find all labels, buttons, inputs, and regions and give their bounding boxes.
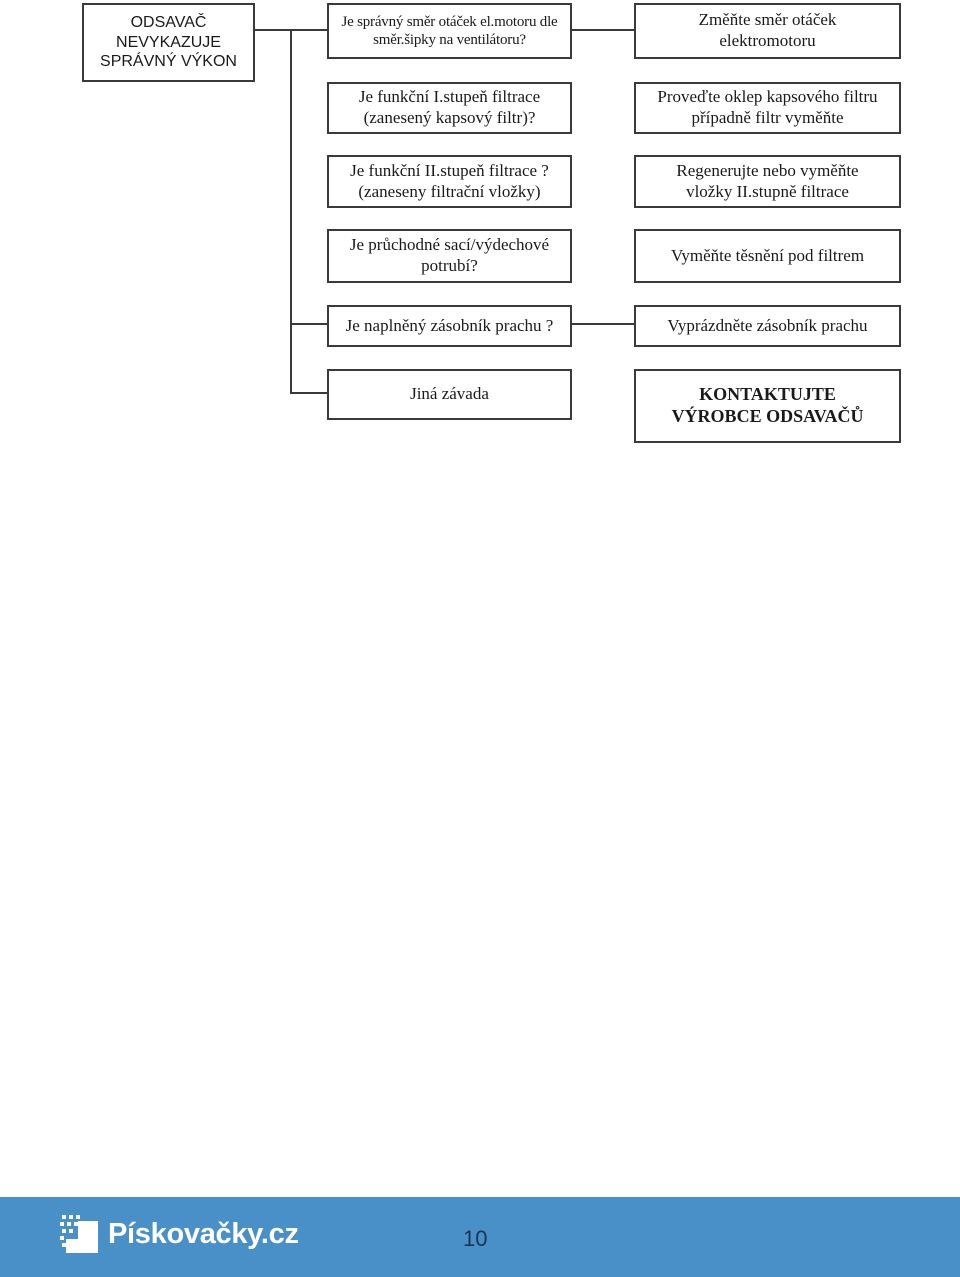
question-1-line-1: Je správný směr otáček el.motoru dle — [341, 13, 558, 30]
action-4-line-1: Vyměňte těsnění pod filtrem — [670, 245, 865, 265]
root-line-1: ODSAVAČ — [130, 14, 207, 32]
question-6-line-1: Jiná závada — [410, 384, 489, 403]
page-number: 10 — [463, 1226, 488, 1251]
action-3-line-1: Regenerujte nebo vyměňte — [676, 160, 859, 180]
action-box-change-direction: Změňte směr otáček elektromotoru — [634, 3, 901, 59]
page-footer: Pískovačky.cz 10 — [0, 1197, 960, 1277]
connector-q6-branch — [290, 392, 328, 394]
question-1-line-2: směr.šipky na ventilátoru? — [373, 32, 526, 48]
action-6-line-1: KONTAKTUJTE — [699, 384, 836, 405]
action-box-replace-seal: Vyměňte těsnění pod filtrem — [634, 229, 901, 283]
action-1-line-1: Změňte směr otáček — [698, 10, 837, 30]
question-box-other-fault: Jiná závada — [327, 369, 572, 420]
brand-logo-icon — [60, 1215, 98, 1253]
action-box-regenerate-inserts: Regenerujte nebo vyměňte vložky II.stupn… — [634, 155, 901, 208]
root-line-3: SPRÁVNÝ VÝKON — [100, 53, 237, 71]
root-line-2: NEVYKAZUJE — [116, 33, 221, 51]
question-4-line-2: potrubí? — [421, 256, 478, 275]
connector-q1-to-a1 — [571, 29, 635, 31]
question-box-filter-stage-2: Je funkční II.stupeň filtrace ? (zanesen… — [327, 155, 572, 208]
connector-trunk — [290, 29, 292, 394]
question-5-line-1: Je naplněný zásobník prachu ? — [345, 315, 554, 335]
question-box-motor-direction: Je správný směr otáček el.motoru dle smě… — [327, 3, 572, 59]
question-box-dust-container: Je naplněný zásobník prachu ? — [327, 305, 572, 347]
question-box-piping: Je průchodné sací/výdechové potrubí? — [327, 229, 572, 283]
action-box-contact-manufacturer: KONTAKTUJTE VÝROBCE ODSAVAČŮ — [634, 369, 901, 443]
question-2-line-1: Je funkční I.stupeň filtrace — [358, 87, 541, 107]
question-3-line-2: (zaneseny filtrační vložky) — [358, 181, 541, 201]
root-problem-box: ODSAVAČ NEVYKAZUJE SPRÁVNÝ VÝKON — [82, 3, 255, 82]
connector-q5-branch — [290, 323, 328, 325]
action-2-line-1: Proveďte oklep kapsového filtru — [657, 87, 878, 107]
action-5-line-1: Vyprázdněte zásobník prachu — [667, 315, 868, 335]
action-2-line-2: případně filtr vyměňte — [691, 108, 844, 127]
connector-q5-to-a5 — [571, 323, 635, 325]
action-3-line-2: vložky II.stupně filtrace — [686, 181, 849, 201]
question-3-line-1: Je funkční II.stupeň filtrace ? — [350, 160, 549, 180]
action-1-line-2: elektromotoru — [719, 31, 816, 50]
question-2-line-2: (zanesený kapsový filtr)? — [363, 108, 536, 127]
question-box-filter-stage-1: Je funkční I.stupeň filtrace (zanesený k… — [327, 82, 572, 134]
action-6-line-2: VÝROBCE ODSAVAČŮ — [671, 406, 864, 426]
action-box-clean-bag-filter: Proveďte oklep kapsového filtru případně… — [634, 82, 901, 134]
action-box-empty-container: Vyprázdněte zásobník prachu — [634, 305, 901, 347]
brand-name: Pískovačky.cz — [108, 1218, 299, 1250]
question-4-line-1: Je průchodné sací/výdechové — [349, 235, 550, 255]
